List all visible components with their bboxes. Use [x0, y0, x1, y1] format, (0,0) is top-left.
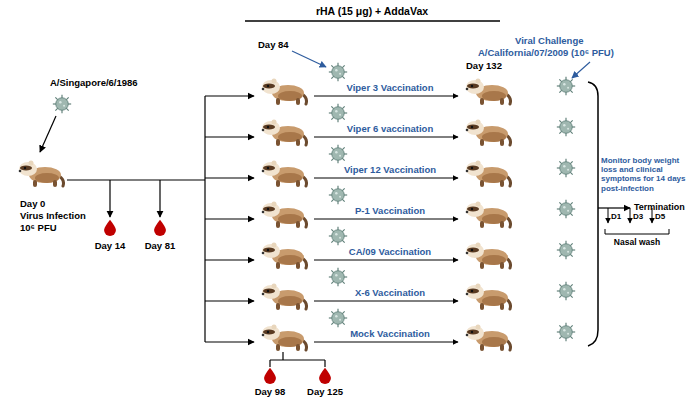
- sample-label: D5: [655, 212, 665, 221]
- virus-icon: [329, 268, 347, 286]
- virus-icon: [557, 282, 575, 300]
- branch-arrow: [205, 341, 254, 342]
- day-label: Day 14: [95, 241, 126, 252]
- ferret-icon: [466, 79, 511, 106]
- end-label: Termination: [634, 202, 685, 212]
- virus-icon: [557, 323, 575, 341]
- group-row: [262, 227, 575, 269]
- ferret-icon: [466, 325, 511, 352]
- heading-text: rHA (15 μg) + AddaVax: [316, 5, 428, 17]
- vaccination-label: Viper 3 Vaccination: [347, 83, 434, 94]
- group-row: [262, 145, 575, 187]
- group-row: [262, 268, 575, 310]
- ferret-icon: [19, 161, 64, 188]
- virus-icon: [329, 104, 347, 122]
- group-row: [262, 186, 575, 228]
- bleed-line: [109, 180, 110, 217]
- branch-arrow: [205, 218, 254, 219]
- timeline-line: [67, 179, 205, 180]
- note-label: Monitor body weight loss and clinical sy…: [601, 156, 693, 193]
- day-label: Day 132: [466, 61, 502, 72]
- day-label: Day 84: [258, 40, 289, 51]
- vaccination-label: CA/09 Vaccination: [349, 247, 431, 258]
- group-row: [262, 63, 575, 105]
- virus-icon: [329, 227, 347, 245]
- virus-icon: [329, 145, 347, 163]
- leader-arrow: [572, 62, 590, 78]
- vaccination-label: Mock Vaccination: [350, 329, 430, 340]
- branch-arrow: [205, 177, 254, 178]
- group-row: [262, 309, 575, 351]
- ferret-icon: [466, 161, 511, 188]
- day-label: Day 125: [307, 387, 343, 398]
- vaccination-label: P-1 Vaccination: [355, 206, 425, 217]
- row-arrow: [314, 342, 458, 343]
- ferret-icon: [262, 202, 307, 229]
- ferret-icon: [466, 243, 511, 270]
- blood-drop: [104, 220, 116, 236]
- leader-arrow: [292, 51, 326, 67]
- note-label: Virus Infection: [20, 211, 86, 222]
- bleed-line: [270, 359, 325, 360]
- virus-icon: [557, 118, 575, 136]
- sample-arrow: [630, 208, 631, 223]
- day-label: Day 0: [20, 199, 45, 210]
- day-label: Day 98: [255, 387, 286, 398]
- challenge-label: Viral Challenge: [515, 36, 583, 47]
- strain-label: A/Singapore/6/1986: [50, 78, 138, 89]
- branch-arrow: [205, 300, 254, 301]
- row-arrow: [314, 178, 458, 179]
- vaccination-label: X-6 Vaccination: [355, 288, 425, 299]
- ferret-icon: [466, 120, 511, 147]
- branch-arrow: [205, 95, 254, 96]
- bleed-line: [269, 360, 270, 367]
- virus-icon: [557, 77, 575, 95]
- virus-icon: [557, 241, 575, 259]
- bleed-line: [159, 180, 160, 217]
- sample-label: D1: [611, 212, 621, 221]
- row-arrow: [314, 96, 458, 97]
- row-arrow: [314, 301, 458, 302]
- row-arrow: [314, 219, 458, 220]
- bar-line: [245, 20, 500, 22]
- branch-arrow: [205, 259, 254, 260]
- ferret-icon: [466, 202, 511, 229]
- ferret-icon: [262, 243, 307, 270]
- virus-icon: [329, 186, 347, 204]
- virus-icon: [329, 63, 347, 81]
- sample-label: D3: [633, 212, 643, 221]
- ferret-icon: [262, 325, 307, 352]
- ferret-icon: [262, 79, 307, 106]
- virus-icon: [557, 200, 575, 218]
- bleed-line: [282, 352, 283, 360]
- dose-label: 10⁶ PFU: [20, 223, 57, 234]
- group-row: [262, 104, 575, 146]
- sample-arrow: [608, 208, 609, 223]
- row-arrow: [314, 260, 458, 261]
- flow-arrow: [598, 207, 630, 208]
- ferret-icon: [466, 284, 511, 311]
- vaccination-label: Viper 6 vaccination: [347, 124, 433, 135]
- group-bracket: [605, 229, 669, 234]
- vaccination-label: Viper 12 Vaccination: [344, 165, 436, 176]
- day-label: Day 81: [145, 241, 176, 252]
- leader-arrow: [40, 116, 56, 152]
- virus-icon: [329, 309, 347, 327]
- bleed-line: [324, 360, 325, 367]
- blood-drop: [154, 220, 166, 236]
- virus-icon: [53, 95, 71, 113]
- branch-arrow: [205, 136, 254, 137]
- strain-label: A/California/07/2009 (10⁶ PFU): [478, 48, 614, 59]
- group-bracket: [588, 82, 598, 346]
- ferret-icon: [262, 161, 307, 188]
- ferret-icon: [262, 120, 307, 147]
- blood-drop: [319, 368, 331, 384]
- sample-label: Nasal wash: [614, 238, 660, 248]
- virus-icon: [557, 159, 575, 177]
- row-arrow: [314, 137, 458, 138]
- blood-drop: [264, 368, 276, 384]
- ferret-icon: [262, 284, 307, 311]
